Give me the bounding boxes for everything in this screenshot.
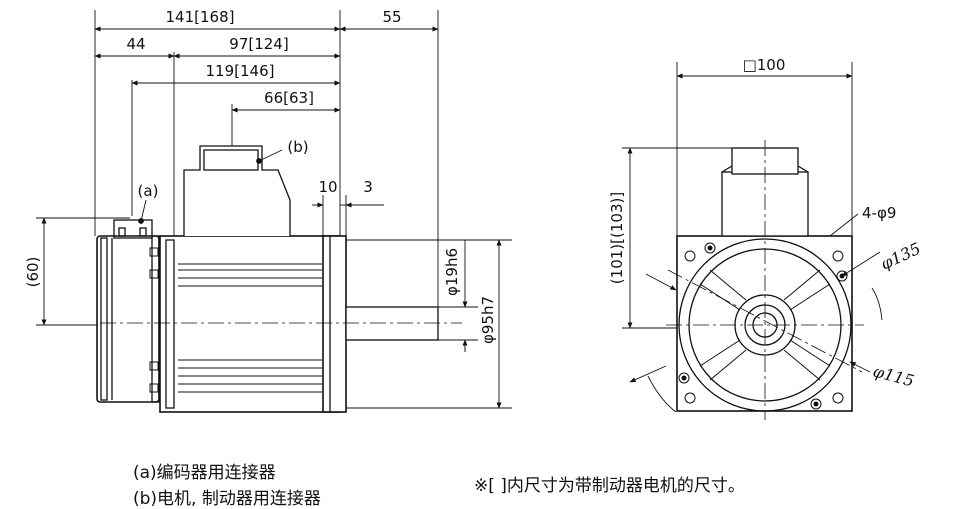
dim-shaft-dia: φ19h6 — [443, 248, 461, 296]
dim-flange-dia: φ115 — [871, 362, 916, 391]
note-power-connector: (b)电机, 制动器用连接器 — [133, 489, 321, 509]
dimension-lines — [36, 26, 512, 409]
side-view — [36, 10, 512, 413]
dim-shaft-length: 55 — [382, 8, 401, 26]
dim-pcd: φ135 — [878, 239, 924, 274]
callout-a: (a) — [138, 182, 159, 200]
dim-front-height: (101)[(103)] — [608, 192, 626, 284]
dim-connector-height: (60) — [24, 257, 42, 288]
dim-pilot-dia: φ95h7 — [479, 296, 497, 344]
dim-square: □100 — [743, 56, 786, 74]
note-encoder-connector: (a)编码器用连接器 — [133, 463, 276, 483]
front-view — [622, 62, 883, 420]
note-bracket-dims: ※[ ]内尺寸为带制动器电机的尺寸。 — [474, 476, 745, 496]
dim-holes: 4-φ9 — [862, 204, 896, 222]
dim-flange-thickness: 10 — [318, 178, 337, 196]
dim-top-connector: 66[63] — [264, 89, 314, 107]
dim-rear-connector: 119[146] — [206, 62, 275, 80]
dim-body-length: 97[124] — [229, 35, 288, 53]
dim-overall-length: 141[168] — [166, 8, 235, 26]
dim-rear-length: 44 — [126, 35, 145, 53]
dim-shaft-step: 3 — [363, 178, 373, 196]
callout-b: (b) — [287, 138, 308, 156]
